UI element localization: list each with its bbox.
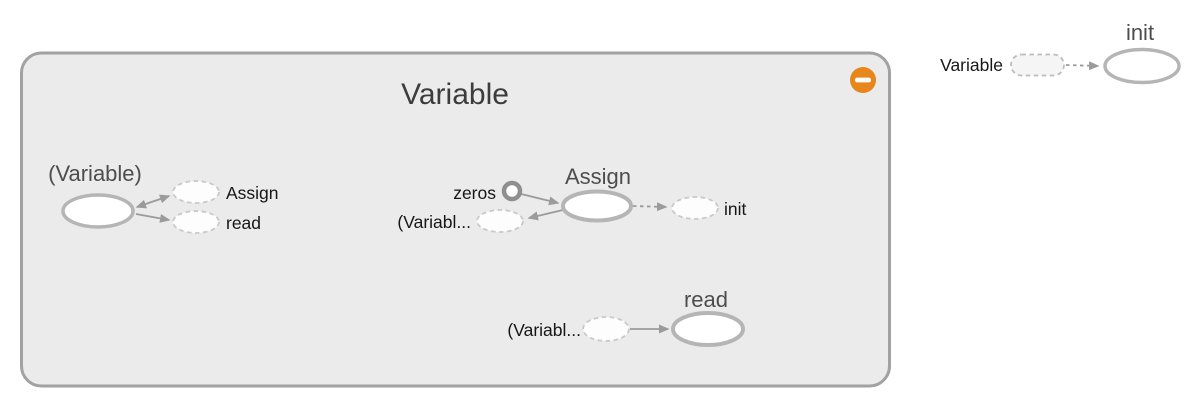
variable-annotation-node-bottom[interactable] bbox=[582, 316, 630, 342]
edge-variable-assign bbox=[135, 194, 171, 209]
variable-annotation-label-bottom: (Variabl... bbox=[507, 320, 581, 340]
variable-ref-node[interactable] bbox=[61, 193, 135, 229]
edge-zeros-assign bbox=[520, 193, 560, 206]
assign-title: Assign bbox=[565, 164, 631, 189]
zeros-annotation-node[interactable] bbox=[501, 180, 523, 202]
assign-node[interactable] bbox=[561, 189, 633, 223]
init-node[interactable] bbox=[1103, 47, 1181, 85]
assign-annotation-node[interactable] bbox=[172, 180, 220, 204]
read-annotation-node[interactable] bbox=[172, 210, 220, 234]
variable-annotation-node-external[interactable] bbox=[1010, 53, 1065, 77]
variable-annotation-node-middle[interactable] bbox=[476, 209, 524, 233]
variable-group-title: Variable bbox=[401, 78, 509, 111]
read-title: read bbox=[684, 287, 728, 312]
collapse-button[interactable] bbox=[850, 67, 876, 93]
edge-variable-read bbox=[135, 213, 171, 223]
variable-annotation-label-external: Variable bbox=[940, 55, 1003, 75]
init-title: init bbox=[1126, 20, 1154, 45]
edge-assign-variable bbox=[527, 209, 564, 221]
minus-icon-bar bbox=[855, 77, 871, 83]
init-annotation-label: init bbox=[724, 199, 747, 219]
variable-annotation-label-middle: (Variabl... bbox=[397, 212, 471, 232]
edge-assign-init bbox=[632, 202, 668, 212]
read-node[interactable] bbox=[671, 311, 745, 347]
zeros-annotation-label: zeros bbox=[453, 183, 496, 203]
edge-variable-init bbox=[1065, 61, 1100, 71]
variable-group-node[interactable] bbox=[20, 51, 891, 388]
assign-annotation-label: Assign bbox=[226, 183, 279, 203]
read-annotation-label: read bbox=[226, 213, 261, 233]
init-annotation-node[interactable] bbox=[671, 196, 719, 220]
variable-ref-title: (Variable) bbox=[48, 161, 142, 186]
